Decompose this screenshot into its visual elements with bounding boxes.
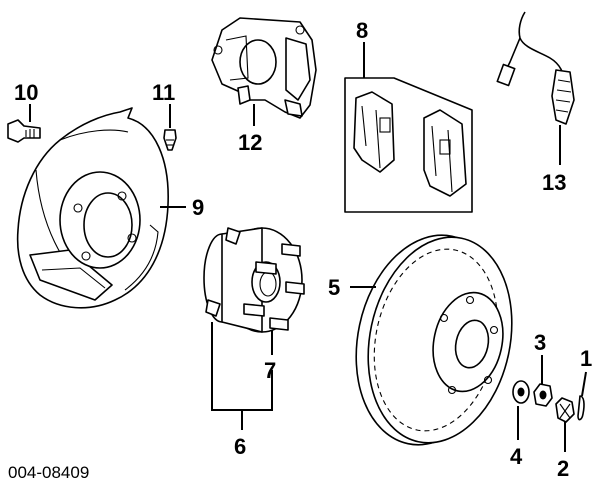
hub-nut-drawing (533, 383, 553, 407)
callout-labels: 10 11 12 8 13 9 5 7 6 4 3 2 1 (14, 18, 592, 481)
callout-1: 1 (580, 346, 592, 371)
callout-2: 2 (557, 456, 569, 481)
rotor-drawing (355, 234, 513, 446)
brake-hose-drawing (496, 11, 575, 125)
callout-9: 9 (192, 195, 204, 220)
callout-7: 7 (264, 358, 276, 383)
leader-lines (29, 42, 587, 452)
callout-5: 5 (328, 275, 340, 300)
brake-pads-box (344, 77, 473, 213)
screw-drawing (163, 129, 177, 151)
callout-10: 10 (14, 80, 38, 105)
nut-retainer-drawing (555, 397, 575, 423)
cotter-pin-drawing (577, 395, 585, 421)
bolt-drawing (7, 119, 41, 143)
hub-bearing-drawing (203, 227, 305, 333)
caliper-drawing (211, 17, 317, 119)
document-id: 004-08409 (8, 463, 89, 482)
callout-11: 11 (152, 80, 175, 105)
callout-6: 6 (234, 434, 246, 459)
callout-3: 3 (534, 330, 546, 355)
callout-8: 8 (356, 18, 368, 43)
callout-13: 13 (542, 170, 566, 195)
dust-shield-drawing (16, 107, 169, 309)
washer-drawing (512, 380, 530, 404)
callout-4: 4 (510, 444, 523, 469)
callout-12: 12 (238, 130, 262, 155)
